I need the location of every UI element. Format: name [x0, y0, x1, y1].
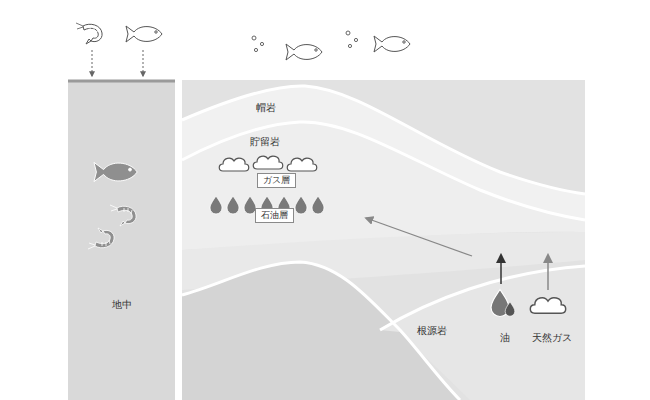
- icon-label: 油: [500, 332, 510, 344]
- rock-layer-label: 帽岩: [256, 102, 276, 114]
- strata-ground: [182, 80, 585, 400]
- node-label: ガス層: [263, 175, 290, 185]
- lower-hill-layer: [182, 262, 460, 400]
- underground-column: [68, 80, 175, 400]
- sinking-arrow: [92, 50, 93, 76]
- reservoir-lower-band: [182, 122, 585, 250]
- rock-layer-label: 根源岩: [417, 325, 447, 337]
- seabed-line: [68, 80, 175, 83]
- gas-rise-arrow: [547, 255, 549, 290]
- source-rock-region: [380, 266, 585, 400]
- layer-tag-box: ガス層: [257, 173, 296, 188]
- node-label: 地中: [112, 298, 132, 312]
- oil-rise-arrow: [500, 255, 502, 284]
- layer-tag-box: 石油層: [255, 208, 294, 223]
- underground-column: 地中: [68, 80, 175, 312]
- node-label: 石油層: [261, 210, 288, 220]
- icon-label: 天然ガス: [532, 332, 572, 344]
- source-rock-boundary: [380, 266, 585, 330]
- rock-layer-label: 貯留岩: [250, 136, 280, 148]
- migration-arrow: [366, 218, 472, 256]
- sinking-arrow: [143, 50, 144, 76]
